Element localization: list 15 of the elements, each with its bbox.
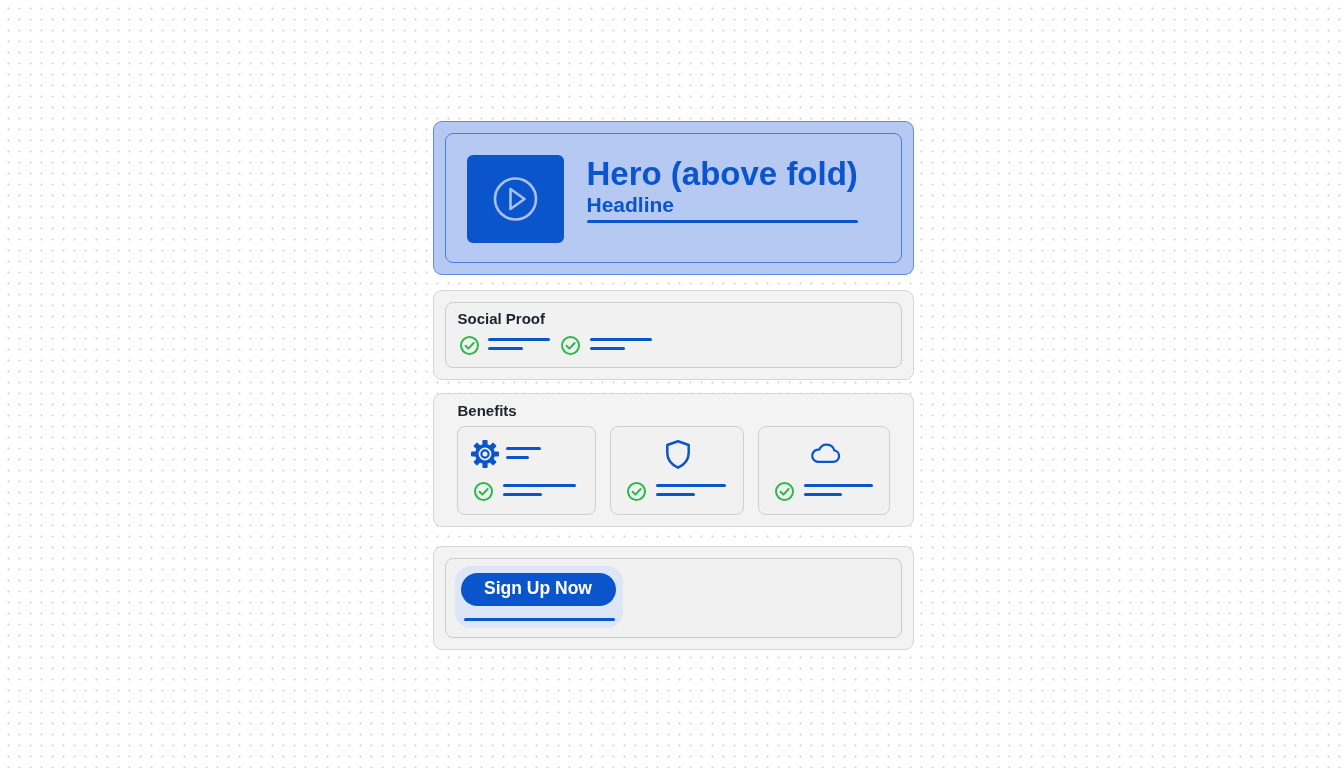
section-heading: Benefits	[457, 402, 517, 418]
signup-button: Sign Up Now	[460, 572, 616, 606]
feature-card	[609, 425, 744, 515]
section-panel	[433, 546, 914, 650]
benefits-panel	[433, 393, 914, 527]
section-heading: Social Proof	[457, 310, 546, 326]
cta-card	[444, 557, 902, 638]
feature-card	[757, 425, 890, 515]
feature-card	[456, 425, 596, 515]
section-title: Hero (above fold)	[586, 156, 858, 190]
headline-text: Headline	[586, 193, 675, 215]
social-proof-card	[444, 301, 902, 368]
hero-card	[444, 132, 902, 263]
hero-section-panel	[433, 121, 914, 275]
section-panel	[433, 290, 914, 380]
